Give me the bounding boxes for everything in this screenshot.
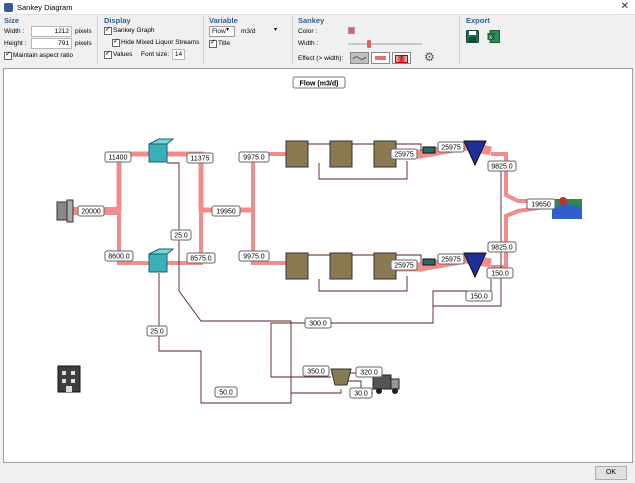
svg-text:8575.0: 8575.0 bbox=[190, 256, 212, 263]
display-section-title: Display bbox=[104, 16, 131, 25]
unit-value: m3/d bbox=[241, 28, 256, 35]
variable-select[interactable]: Flow bbox=[209, 26, 235, 37]
svg-text:9825.0: 9825.0 bbox=[491, 245, 513, 252]
svg-text:25.0: 25.0 bbox=[150, 329, 164, 336]
svg-text:8600.0: 8600.0 bbox=[108, 254, 130, 261]
svg-text:320.0: 320.0 bbox=[360, 370, 378, 377]
sankey-width-label: Width : bbox=[298, 40, 319, 47]
svg-text:9975.0: 9975.0 bbox=[243, 155, 265, 162]
ok-button[interactable]: OK bbox=[595, 466, 627, 480]
excel-export-icon[interactable]: x bbox=[487, 30, 500, 43]
svg-text:11375: 11375 bbox=[191, 156, 210, 163]
save-icon[interactable] bbox=[466, 30, 479, 43]
effect-label: Effect (> width): bbox=[298, 55, 344, 62]
svg-text:350.0: 350.0 bbox=[307, 369, 325, 376]
hide-mixed-checkbox[interactable] bbox=[112, 37, 120, 47]
size-section-title: Size bbox=[4, 16, 20, 25]
width-slider-track[interactable] bbox=[348, 43, 422, 45]
title-bar: Sankey Diagram ✕ bbox=[0, 0, 635, 15]
height-input[interactable]: 791 bbox=[31, 38, 72, 49]
diagram-canvas: Flow (m3/d) bbox=[3, 68, 633, 463]
font-size-label: Font size: bbox=[141, 51, 170, 58]
value-labels: 20000 11400 8600.0 11375 8575.0 25.0 25.… bbox=[77, 141, 556, 399]
width-slider-thumb[interactable] bbox=[367, 40, 371, 48]
color-swatch[interactable] bbox=[348, 27, 355, 34]
effect-flat-button[interactable] bbox=[371, 52, 390, 64]
diagram-title: Flow (m3/d) bbox=[300, 81, 339, 88]
svg-text:19950: 19950 bbox=[216, 209, 236, 216]
svg-text:25975: 25975 bbox=[394, 152, 414, 159]
height-label: Height : bbox=[4, 40, 27, 47]
sludge-truck bbox=[372, 374, 400, 394]
chevron-down-icon[interactable]: ▾ bbox=[226, 27, 230, 33]
sankey-graph-checkbox[interactable] bbox=[104, 25, 112, 35]
svg-text:50.0: 50.0 bbox=[219, 390, 233, 397]
primary-clarifier-2 bbox=[148, 248, 175, 273]
maintain-aspect-label: Maintain aspect ratio bbox=[13, 52, 73, 59]
svg-text:25975: 25975 bbox=[394, 263, 414, 270]
gear-icon[interactable]: ⚙ bbox=[424, 50, 435, 64]
building-icon bbox=[57, 365, 81, 393]
color-label: Color : bbox=[298, 28, 318, 35]
svg-text:30.0: 30.0 bbox=[354, 391, 368, 398]
separator bbox=[459, 16, 460, 64]
flow-bands bbox=[71, 141, 552, 272]
sankey-graph-label: Sankey Graph bbox=[113, 27, 155, 34]
svg-text:9975.0: 9975.0 bbox=[243, 254, 265, 261]
effect-gradient-button[interactable] bbox=[392, 52, 411, 64]
svg-text:300.0: 300.0 bbox=[309, 321, 327, 328]
values-label: Values bbox=[113, 51, 133, 58]
hide-mixed-label: Hide Mixed Liquor Streams bbox=[121, 39, 200, 46]
width-input[interactable]: 1212 bbox=[31, 26, 72, 37]
primary-clarifier-1 bbox=[148, 138, 175, 163]
height-unit: pixels bbox=[75, 40, 92, 47]
reactor-train-2 bbox=[285, 252, 487, 280]
app-icon bbox=[4, 3, 13, 12]
window-title: Sankey Diagram bbox=[17, 3, 73, 12]
svg-text:25975: 25975 bbox=[441, 145, 461, 152]
thickener bbox=[330, 368, 352, 386]
separator bbox=[203, 16, 204, 64]
width-unit: pixels bbox=[75, 28, 92, 35]
svg-text:19650: 19650 bbox=[531, 202, 551, 209]
svg-text:25975: 25975 bbox=[441, 257, 461, 264]
gradient-bar-icon bbox=[395, 55, 408, 63]
export-section-title: Export bbox=[466, 16, 490, 25]
options-toolbar: Size Width : 1212 pixels Height : 791 pi… bbox=[0, 14, 635, 66]
effect-pattern-button[interactable] bbox=[350, 52, 369, 64]
svg-text:150.0: 150.0 bbox=[491, 271, 509, 278]
diagram-title-box bbox=[292, 76, 346, 89]
svg-text:9825.0: 9825.0 bbox=[491, 164, 513, 171]
wave-icon bbox=[352, 56, 367, 60]
svg-text:25.0: 25.0 bbox=[174, 233, 188, 240]
effluent-outfall bbox=[552, 197, 582, 219]
flat-bar-icon bbox=[375, 56, 386, 60]
sankey-section-title: Sankey bbox=[298, 16, 325, 25]
separator bbox=[292, 16, 293, 64]
influent-pipe bbox=[56, 199, 74, 223]
close-button[interactable]: ✕ bbox=[620, 1, 629, 12]
svg-text:11400: 11400 bbox=[109, 155, 128, 162]
svg-text:x: x bbox=[489, 35, 492, 41]
svg-text:150.0: 150.0 bbox=[470, 294, 488, 301]
maintain-aspect-checkbox[interactable] bbox=[4, 50, 12, 60]
sankey-diagram: Flow (m3/d) bbox=[56, 76, 582, 404]
width-label: Width : bbox=[4, 28, 25, 35]
title-checkbox[interactable] bbox=[209, 38, 217, 48]
variable-section-title: Variable bbox=[209, 16, 238, 25]
svg-text:20000: 20000 bbox=[81, 209, 101, 216]
separator bbox=[97, 16, 98, 64]
font-size-input[interactable]: 14 bbox=[172, 49, 185, 60]
title-label: Title bbox=[218, 40, 231, 47]
reactor-train-1 bbox=[285, 140, 487, 168]
chevron-down-icon[interactable]: ▾ bbox=[274, 27, 278, 33]
values-checkbox[interactable] bbox=[104, 49, 112, 59]
